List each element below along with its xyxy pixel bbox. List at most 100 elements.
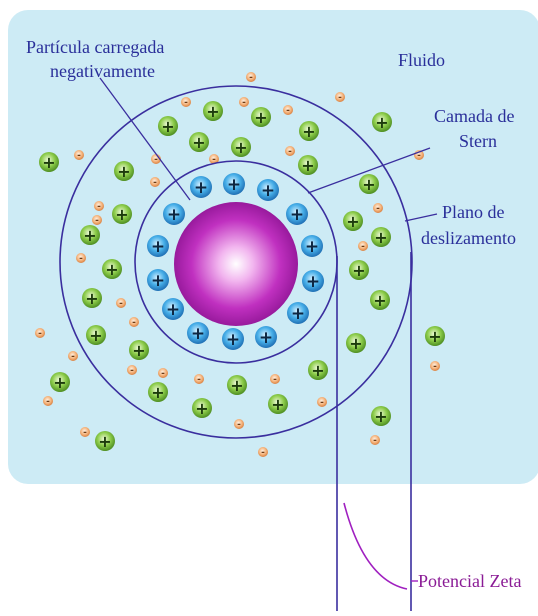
ion-sign: - xyxy=(417,151,421,161)
ion-sign: + xyxy=(373,291,386,310)
anion: - xyxy=(194,374,204,385)
stern-leader-line xyxy=(307,147,431,194)
anion: - xyxy=(158,368,168,379)
stern-label-line2: Stern xyxy=(459,131,497,151)
ion-sign: + xyxy=(305,237,319,257)
ion-sign: + xyxy=(167,205,181,225)
diffuse-cation: + xyxy=(346,333,366,353)
diffuse-cation: + xyxy=(189,132,209,152)
diffuse-cation: + xyxy=(192,398,212,418)
slip-label-line1: Plano de xyxy=(442,202,505,222)
stern-cation: + xyxy=(222,328,244,350)
ion-sign: - xyxy=(288,147,292,157)
anion: - xyxy=(116,298,126,309)
ion-sign: + xyxy=(191,324,205,344)
ion-sign: + xyxy=(42,153,55,172)
particle-label-line1: Partícula carregada xyxy=(26,37,165,57)
diffuse-cation: + xyxy=(86,325,106,345)
ion-sign: + xyxy=(98,432,111,451)
ion-sign: + xyxy=(117,162,130,181)
ion-sign: - xyxy=(184,98,188,108)
diffuse-cation: + xyxy=(299,121,319,141)
anion: - xyxy=(373,203,383,214)
particle-label-line2: negativamente xyxy=(50,61,155,81)
ion-sign: - xyxy=(95,216,99,226)
diffuse-cation: + xyxy=(95,431,115,451)
slip-leader-line xyxy=(404,213,438,222)
ion-sign: + xyxy=(166,300,180,320)
anion: - xyxy=(258,447,268,458)
ion-sign: - xyxy=(97,202,101,212)
ion-sign: - xyxy=(261,448,265,458)
zeta-potential-label: Potencial Zeta xyxy=(418,571,522,591)
diffuse-cation: + xyxy=(203,101,223,121)
diffuse-layer: +++++++++++++++++++++++++++++++---------… xyxy=(35,72,445,458)
diffuse-cation: + xyxy=(251,107,271,127)
diffuse-cation: + xyxy=(349,260,369,280)
anion: - xyxy=(209,154,219,165)
diffuse-cation: + xyxy=(231,137,251,157)
ion-sign: - xyxy=(46,397,50,407)
anion: - xyxy=(68,351,78,362)
diffuse-cation: + xyxy=(80,225,100,245)
ion-sign: - xyxy=(237,420,241,430)
anion: - xyxy=(80,427,90,438)
anion: - xyxy=(43,396,53,407)
ion-sign: + xyxy=(195,399,208,418)
ion-sign: - xyxy=(433,362,437,372)
diffuse-cation: + xyxy=(114,161,134,181)
ion-sign: + xyxy=(83,226,96,245)
ion-sign: + xyxy=(151,383,164,402)
stern-cation: + xyxy=(147,269,169,291)
ion-sign: - xyxy=(249,73,253,83)
ion-sign: - xyxy=(119,299,123,309)
diffuse-cation: + xyxy=(268,394,288,414)
anion: - xyxy=(76,253,86,264)
diffuse-cation: + xyxy=(50,372,70,392)
ion-sign: + xyxy=(194,178,208,198)
ion-sign: - xyxy=(154,155,158,165)
ion-sign: + xyxy=(428,327,441,346)
fluid-label: Fluido xyxy=(398,50,446,70)
diffuse-cation: + xyxy=(148,382,168,402)
stern-cation: + xyxy=(162,298,184,320)
ion-sign: - xyxy=(77,151,81,161)
zeta-potential-curve xyxy=(343,502,408,590)
ion-sign: - xyxy=(79,254,83,264)
diffuse-cation: + xyxy=(371,406,391,426)
ion-sign: - xyxy=(83,428,87,438)
ion-sign: - xyxy=(373,436,377,446)
anion: - xyxy=(239,97,249,108)
ion-sign: + xyxy=(161,117,174,136)
ion-sign: - xyxy=(161,369,165,379)
ion-sign: + xyxy=(206,102,219,121)
ion-sign: - xyxy=(132,318,136,328)
diffuse-cation: + xyxy=(372,112,392,132)
diffuse-cation: + xyxy=(102,259,122,279)
ion-sign: - xyxy=(153,178,157,188)
ion-sign: - xyxy=(130,366,134,376)
anion: - xyxy=(370,435,380,446)
particle-leader-line xyxy=(99,77,191,201)
anion: - xyxy=(92,215,102,226)
anion: - xyxy=(127,365,137,376)
ion-sign: + xyxy=(132,341,145,360)
ion-sign: + xyxy=(234,138,247,157)
ion-sign: + xyxy=(352,261,365,280)
ion-sign: - xyxy=(38,329,42,339)
stern-layer: ++++++++++++++ xyxy=(147,173,324,350)
ion-sign: + xyxy=(89,326,102,345)
diffuse-cation: + xyxy=(227,375,247,395)
ion-sign: - xyxy=(197,375,201,385)
ion-sign: - xyxy=(273,375,277,385)
stern-cation: + xyxy=(287,302,309,324)
anion: - xyxy=(270,374,280,385)
anion: - xyxy=(94,201,104,212)
anion: - xyxy=(150,177,160,188)
anion: - xyxy=(317,397,327,408)
ion-sign: + xyxy=(362,175,375,194)
diffuse-cation: + xyxy=(425,326,445,346)
diffuse-cation: + xyxy=(112,204,132,224)
